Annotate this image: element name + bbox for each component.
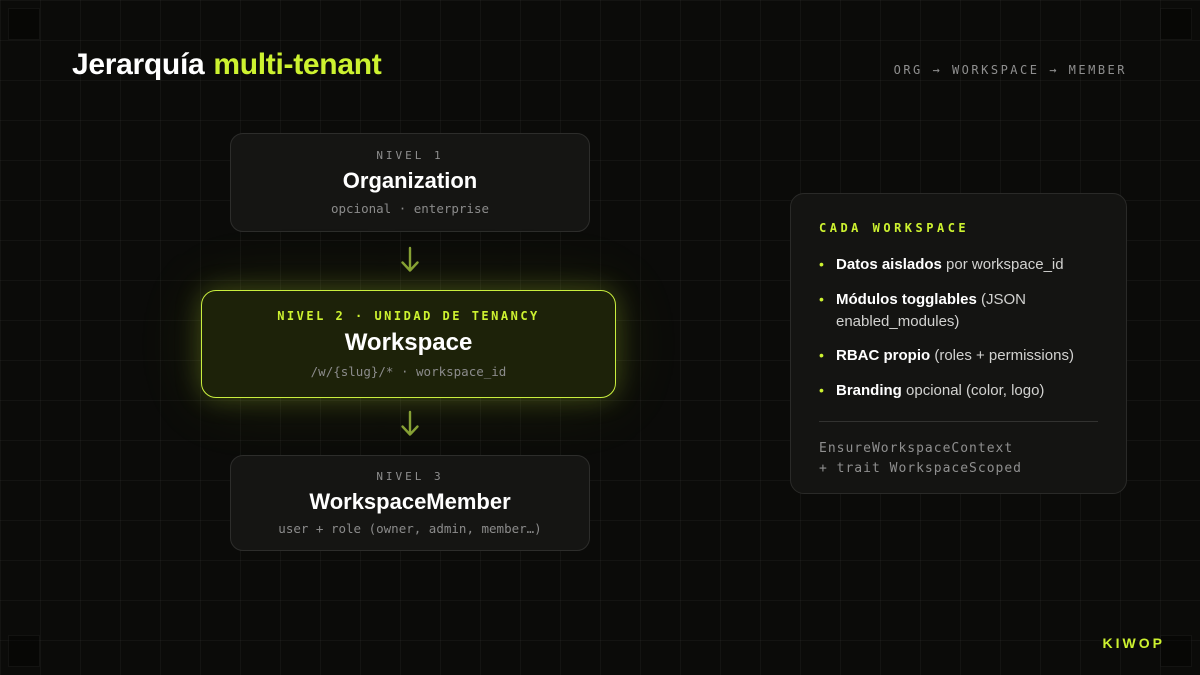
bullet-dot-icon: • bbox=[819, 382, 824, 398]
panel-divider bbox=[819, 420, 1098, 422]
node-level-label: NIVEL 2 · UNIDAD DE TENANCY bbox=[277, 309, 540, 324]
bullet-rest: (JSON enabled_modules) bbox=[836, 290, 1027, 330]
down-arrow-icon bbox=[401, 246, 419, 272]
bullet-bold: Módulos togglables bbox=[836, 290, 977, 308]
bullet-text: RBAC propio (roles + permissions) bbox=[836, 345, 1074, 367]
node-subtitle: user + role (owner, admin, member…) bbox=[278, 521, 542, 537]
code-line: EnsureWorkspaceContext bbox=[819, 440, 1014, 456]
bullet-text: Módulos togglables (JSON enabled_modules… bbox=[836, 289, 1098, 333]
node-title: WorkspaceMember bbox=[309, 488, 511, 514]
feature-bullet-list: • Datos aislados por workspace_id • Módu… bbox=[819, 254, 1098, 402]
corner-mark-top-right bbox=[1160, 8, 1192, 40]
bullet-text: Branding opcional (color, logo) bbox=[836, 380, 1044, 402]
bullet-bold: RBAC propio bbox=[836, 347, 931, 365]
corner-mark-top-left bbox=[8, 8, 40, 40]
middleware-code-note: EnsureWorkspaceContext + trait Workspace… bbox=[819, 439, 1098, 479]
node-subtitle: /w/{slug}/* · workspace_id bbox=[310, 363, 507, 379]
flow-node-workspace: NIVEL 2 · UNIDAD DE TENANCY Workspace /w… bbox=[201, 290, 616, 398]
down-arrow-icon bbox=[401, 410, 419, 436]
corner-mark-bottom-right bbox=[1160, 635, 1192, 667]
panel-heading: CADA WORKSPACE bbox=[819, 221, 970, 235]
bullet-rest: por workspace_id bbox=[941, 256, 1064, 273]
bullet-rest: opcional (color, logo) bbox=[901, 382, 1045, 399]
list-item: • RBAC propio (roles + permissions) bbox=[819, 345, 1098, 367]
page-title-accent: multi-tenant bbox=[213, 48, 382, 81]
corner-mark-bottom-left bbox=[8, 635, 40, 667]
bullet-dot-icon: • bbox=[819, 256, 824, 272]
code-line: + trait WorkspaceScoped bbox=[819, 460, 1023, 476]
bullet-dot-icon: • bbox=[819, 347, 824, 364]
node-subtitle: opcional · enterprise bbox=[330, 200, 490, 216]
node-level-label: NIVEL 1 bbox=[376, 149, 444, 163]
flow-node-workspacemember: NIVEL 3 WorkspaceMember user + role (own… bbox=[230, 455, 590, 551]
page-title-main: Jerarquía bbox=[72, 48, 205, 81]
flow-node-organization: NIVEL 1 Organization opcional · enterpri… bbox=[230, 133, 590, 232]
workspace-info-panel: CADA WORKSPACE • Datos aislados por work… bbox=[790, 193, 1127, 494]
bullet-text: Datos aislados por workspace_id bbox=[836, 254, 1064, 276]
node-title: Organization bbox=[342, 168, 478, 194]
brand-logo: KIWOP bbox=[1102, 635, 1165, 651]
list-item: • Branding opcional (color, logo) bbox=[819, 380, 1098, 402]
bullet-bold: Datos aislados bbox=[836, 256, 942, 273]
bullet-dot-icon: • bbox=[819, 290, 824, 307]
bullet-bold: Branding bbox=[836, 382, 902, 399]
node-level-label: NIVEL 3 bbox=[376, 469, 444, 483]
bullet-rest: (roles + permissions) bbox=[930, 347, 1074, 365]
breadcrumb: ORG → WORKSPACE → MEMBER bbox=[893, 63, 1127, 77]
list-item: • Datos aislados por workspace_id bbox=[819, 254, 1098, 276]
node-title: Workspace bbox=[344, 329, 473, 357]
list-item: • Módulos togglables (JSON enabled_modul… bbox=[819, 289, 1098, 333]
